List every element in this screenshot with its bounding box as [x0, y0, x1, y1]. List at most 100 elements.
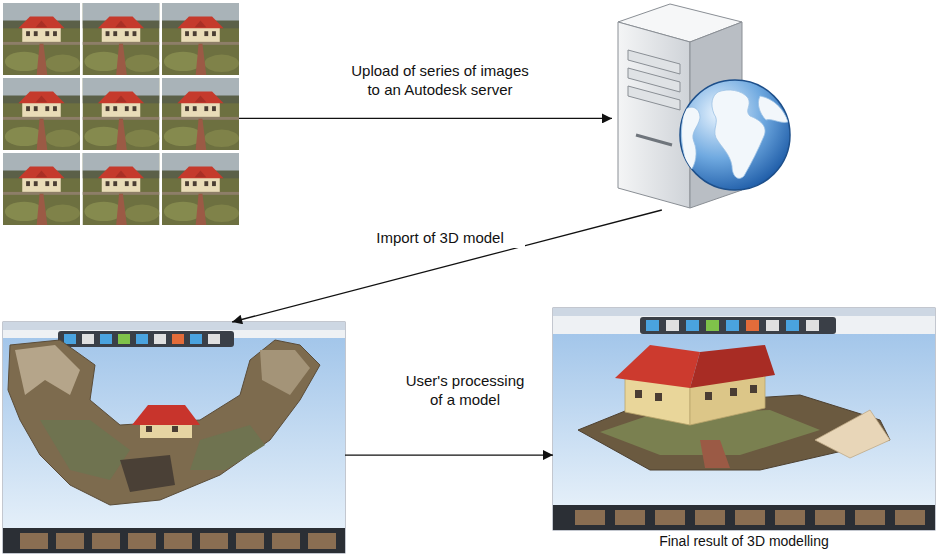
raw-model-screenshot-part — [236, 533, 264, 549]
final-model-screenshot-part — [690, 345, 775, 388]
final-model-screenshot-part — [575, 510, 605, 525]
raw-model-screenshot-part — [8, 340, 320, 505]
final-model-screenshot-part — [735, 510, 765, 525]
raw-model-screenshot-part — [128, 533, 156, 549]
caption: Final result of 3D modelling — [553, 533, 935, 550]
server-icon-part-part — [681, 107, 700, 172]
raw-model-screenshot-part — [118, 334, 130, 344]
final-model-screenshot-part — [553, 334, 935, 505]
final-model-screenshot-part — [655, 393, 662, 401]
raw-model-screenshot-part — [3, 528, 345, 553]
raw-model-screenshot-part — [172, 426, 178, 432]
server-icon-part — [636, 135, 672, 145]
connector-arrow — [345, 454, 553, 455]
raw-model-screenshot-part — [308, 533, 336, 549]
house-photo — [162, 153, 239, 225]
house-photo — [3, 3, 80, 75]
raw-model-screenshot-part — [3, 322, 345, 553]
server-icon — [618, 4, 790, 208]
raw-model-screenshot-part — [136, 334, 148, 344]
house-photo — [83, 78, 160, 150]
final-model-screenshot-part — [615, 510, 645, 525]
final-model-screenshot-part — [775, 510, 805, 525]
house-photo — [162, 3, 239, 75]
final-model-screenshot-part — [655, 510, 685, 525]
raw-model-screenshot-part — [100, 334, 112, 344]
final-model-screenshot-part — [726, 320, 739, 331]
final-model-screenshot-part — [746, 320, 759, 331]
raw-model-screenshot-part — [64, 334, 76, 344]
raw-model-screenshot-part — [208, 334, 220, 344]
final-model-screenshot-part — [766, 320, 779, 331]
raw-model-screenshot-part — [58, 331, 234, 347]
edge-label: User's processing of a model — [402, 372, 529, 410]
raw-model-screenshot-part — [3, 338, 345, 528]
final-model-screenshot-part — [615, 345, 700, 388]
raw-model-screenshot-part — [272, 533, 300, 549]
raw-model-screenshot-part — [146, 426, 152, 432]
photo-grid — [3, 3, 239, 225]
final-model-screenshot-part — [750, 385, 757, 393]
raw-model-screenshot-part — [92, 533, 120, 549]
house-photo — [3, 78, 80, 150]
final-model-screenshot-part — [895, 510, 925, 525]
raw-model-screenshot — [3, 322, 345, 553]
final-model-screenshot-part — [640, 317, 836, 334]
final-model-screenshot-part — [553, 316, 935, 334]
final-model-screenshot-part — [815, 410, 890, 458]
raw-model-screenshot-part — [200, 533, 228, 549]
final-model-screenshot-part — [686, 320, 699, 331]
final-model-screenshot: Final result of 3D modelling — [553, 308, 935, 530]
final-model-screenshot-part — [695, 510, 725, 525]
server-icon-part — [680, 80, 790, 190]
house-photo — [3, 153, 80, 225]
server-icon-part — [628, 86, 680, 110]
raw-model-screenshot-part — [260, 350, 310, 395]
final-model-screenshot-part — [646, 320, 659, 331]
raw-model-screenshot-part — [154, 334, 166, 344]
house-photo — [83, 153, 160, 225]
connector-arrow — [239, 118, 612, 119]
raw-model-screenshot-part — [40, 420, 130, 480]
connector-arrow — [232, 210, 662, 322]
raw-model-screenshot-part — [3, 322, 345, 330]
final-model-screenshot — [553, 308, 935, 530]
server-icon-part — [681, 90, 788, 178]
raw-model-screenshot-part — [56, 533, 84, 549]
final-model-screenshot-part — [666, 320, 679, 331]
raw-model-screenshot-part — [132, 405, 200, 425]
raw-model-screenshot-part — [20, 533, 48, 549]
final-model-screenshot-part — [700, 440, 730, 468]
final-model-screenshot-part — [706, 320, 719, 331]
final-model-screenshot-part — [553, 505, 935, 530]
final-model-screenshot-part — [730, 388, 737, 396]
raw-model-screenshot-part — [172, 334, 184, 344]
final-model-screenshot-part — [635, 390, 642, 398]
final-model-screenshot-part — [786, 320, 799, 331]
raw-model-screenshot-part — [190, 425, 265, 470]
final-model-screenshot-part — [705, 392, 712, 400]
raw-model-screenshot-part — [15, 345, 80, 395]
final-model-screenshot-part — [806, 320, 819, 331]
final-model-screenshot-part — [815, 510, 845, 525]
server-icon-part-part — [712, 90, 765, 178]
server-icon-part-part — [758, 96, 788, 122]
edge-label: Upload of series of images to an Autodes… — [347, 62, 533, 100]
raw-model-screenshot-part — [82, 334, 94, 344]
server-icon-part — [618, 22, 690, 208]
house-photo — [83, 3, 160, 75]
house-photo — [162, 78, 239, 150]
final-model-screenshot-part — [553, 308, 935, 530]
final-model-screenshot-part — [553, 308, 935, 316]
raw-model-screenshot-part — [190, 334, 202, 344]
server-icon — [612, 5, 790, 210]
raw-model-screenshot-part — [164, 533, 192, 549]
image-grid — [3, 3, 239, 225]
raw-model-screenshot-part — [120, 455, 175, 492]
edge-label: Import of 3D model — [355, 229, 525, 248]
final-model-screenshot-part — [855, 510, 885, 525]
